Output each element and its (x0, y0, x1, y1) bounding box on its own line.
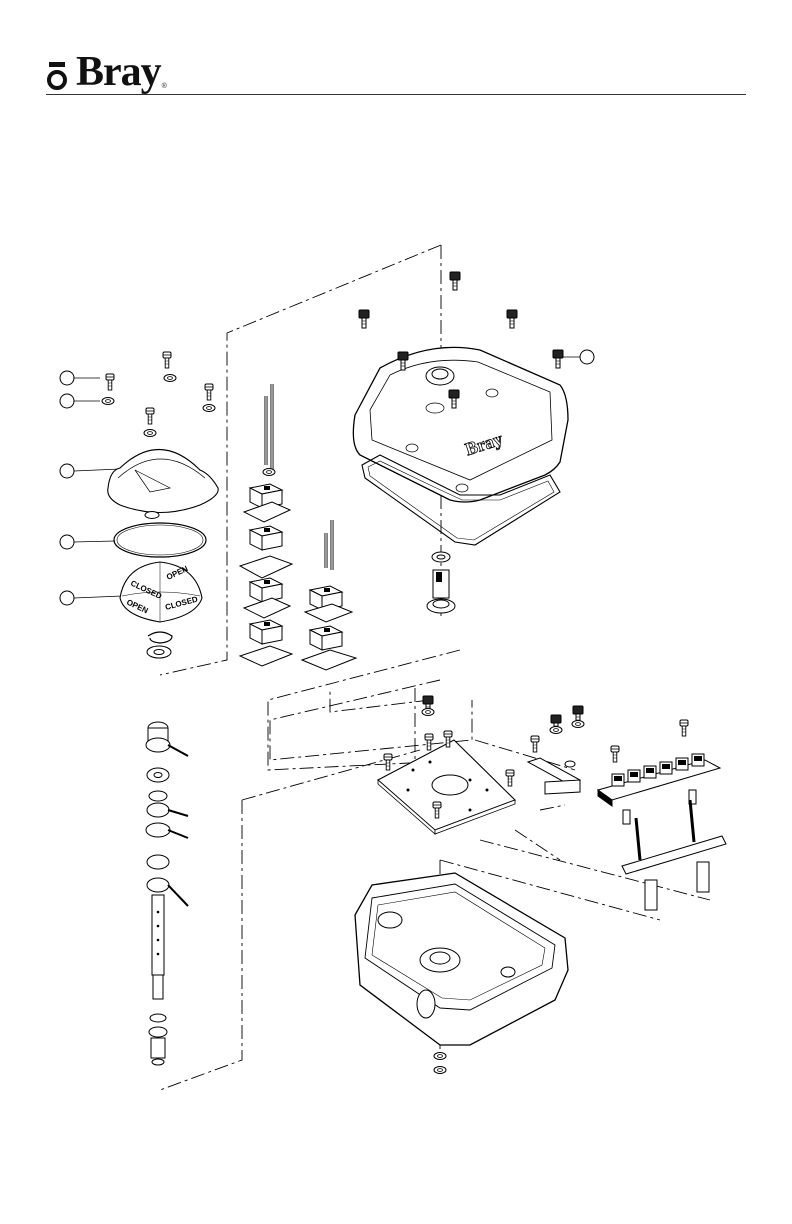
exploded-assembly-diagram: CLOSED OPEN OPEN CLOSED Bray (0, 100, 792, 1224)
shaft-cam-assembly (146, 722, 188, 1065)
base-washers (434, 1053, 446, 1074)
registered-mark: ® (162, 83, 167, 90)
terminal-standoffs (622, 790, 726, 910)
callout-4 (60, 535, 115, 549)
shaft-seal (427, 552, 455, 613)
header-rule (46, 94, 746, 95)
brand-name: Bray (76, 52, 161, 92)
switch-stack-long (240, 384, 292, 666)
indicator-screws (102, 352, 215, 437)
callout-1 (60, 371, 100, 385)
callout-6 (563, 350, 594, 364)
indicator-dome (108, 449, 218, 518)
page-header: Bray ® (0, 0, 792, 100)
switch-mounting-plate (378, 731, 515, 834)
callout-5 (60, 591, 122, 605)
actuator-cover: Bray (353, 347, 568, 502)
bray-logo-mark-icon (46, 56, 68, 92)
o-ring (114, 523, 206, 557)
switch-stack-short (302, 520, 356, 670)
bracket (528, 736, 580, 794)
bray-logo: Bray ® (46, 44, 167, 92)
callout-2 (60, 394, 100, 408)
actuator-base-housing (355, 873, 568, 1045)
plate-washers (422, 696, 584, 734)
terminal-strip (598, 720, 720, 806)
retaining-clip (147, 632, 172, 658)
position-indicator: CLOSED OPEN OPEN CLOSED (120, 562, 202, 622)
